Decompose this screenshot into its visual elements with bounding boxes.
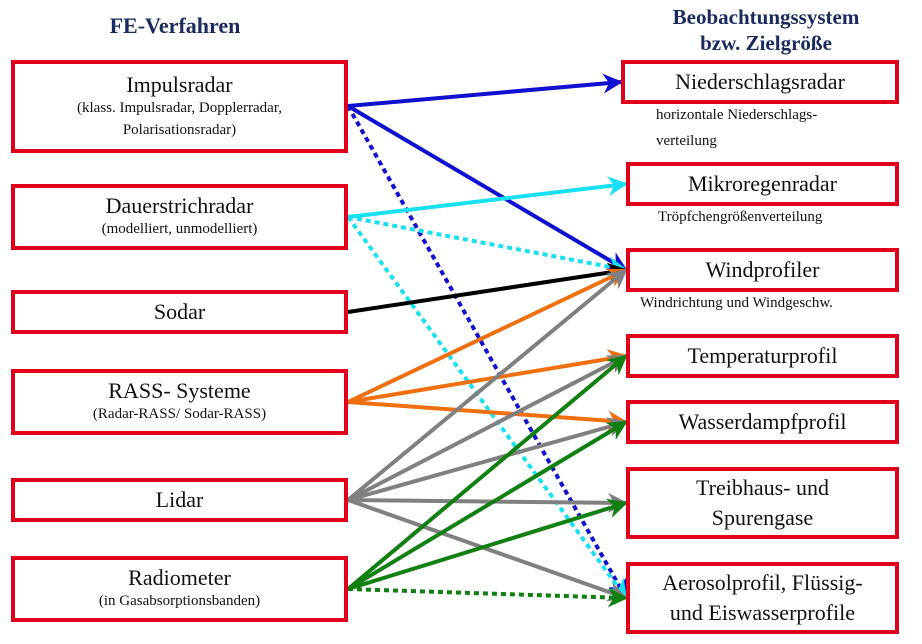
arrow-lidar-to-target-5 bbox=[347, 492, 628, 513]
target-name: Mikroregenradar bbox=[687, 170, 838, 196]
target-box-wasserdampfprofil: Wasserdampfprofil bbox=[626, 400, 899, 444]
arrow-dauerstrichradar-to-target-2 bbox=[347, 215, 628, 277]
target-note-windprofiler: Windrichtung und Windgeschw. bbox=[640, 295, 833, 311]
method-name: Radiometer bbox=[128, 564, 231, 590]
target-note-niederschlag: horizontale Niederschlags- verteilung bbox=[656, 107, 818, 149]
arrow-radiometer-to-target-4 bbox=[346, 420, 628, 591]
target-box-mikroregenradar: Mikroregenradar bbox=[626, 162, 899, 206]
arrow-lidar-to-target-2 bbox=[346, 268, 628, 502]
target-box-treibhausgase: Treibhaus- und Spurengase bbox=[626, 467, 899, 539]
right-heading-line1: Beobachtungssystem bbox=[672, 5, 860, 29]
arrow-lidar-to-target-3 bbox=[347, 354, 628, 502]
method-box-lidar: Lidar bbox=[11, 478, 348, 522]
arrow-impulsradar-to-target-6 bbox=[346, 105, 628, 600]
arrow-impulsradar-to-target-0 bbox=[347, 73, 623, 108]
arrow-radiometer-to-target-6 bbox=[347, 587, 628, 608]
target-box-aerosolprofil: Aerosolprofil, Flüssig- und Eiswasserpro… bbox=[626, 562, 899, 634]
method-box-impulsradar: Impulsradar (klass. Impulsradar, Doppler… bbox=[11, 60, 348, 153]
target-name: Temperaturprofil bbox=[687, 342, 838, 368]
arrow-rass-to-target-4 bbox=[347, 400, 628, 431]
target-name: Windprofiler bbox=[705, 256, 820, 282]
target-name: Aerosolprofil, Flüssig- und Eiswasserpro… bbox=[662, 570, 863, 625]
arrow-impulsradar-to-target-2 bbox=[346, 104, 628, 272]
target-name: Wasserdampfprofil bbox=[678, 408, 847, 434]
method-detail: (in Gasabsorptionsbanden) bbox=[98, 593, 261, 610]
arrow-lidar-to-target-4 bbox=[347, 417, 628, 502]
method-name: RASS- Systeme bbox=[108, 377, 251, 403]
arrow-dauerstrichradar-to-target-1 bbox=[347, 176, 628, 219]
method-detail: (Radar-RASS/ Sodar-RASS) bbox=[92, 406, 267, 423]
arrow-radiometer-to-target-5 bbox=[347, 498, 628, 591]
method-name: Impulsradar bbox=[126, 71, 233, 97]
arrow-radiometer-to-target-3 bbox=[346, 354, 628, 591]
method-name: Sodar bbox=[153, 298, 206, 324]
left-column-heading: FE-Verfahren bbox=[109, 13, 241, 38]
method-box-sodar: Sodar bbox=[11, 290, 348, 334]
method-detail: (modelliert, unmodelliert) bbox=[101, 221, 258, 238]
arrow-lidar-to-target-6 bbox=[347, 498, 628, 602]
method-box-radiometer: Radiometer (in Gasabsorptionsbanden) bbox=[11, 556, 348, 622]
right-column-heading: Beobachtungssystem bzw. Zielgröße bbox=[610, 4, 922, 57]
target-note-mikroregen: Tröpfchengrößenverteilung bbox=[658, 209, 823, 225]
target-box-niederschlagsradar: Niederschlagsradar bbox=[621, 60, 899, 104]
method-detail: (klass. Impulsradar, Dopplerradar, Polar… bbox=[77, 99, 282, 138]
arrow-rass-to-target-3 bbox=[347, 349, 628, 404]
method-box-rass: RASS- Systeme (Radar-RASS/ Sodar-RASS) bbox=[11, 369, 348, 435]
method-box-dauerstrichradar: Dauerstrichradar (modelliert, unmodellie… bbox=[11, 184, 348, 250]
arrow-rass-to-target-2 bbox=[347, 268, 628, 404]
arrow-dauerstrichradar-to-target-6 bbox=[346, 215, 628, 600]
right-heading-line2: bzw. Zielgröße bbox=[700, 31, 832, 56]
method-name: Dauerstrichradar bbox=[105, 192, 254, 218]
arrow-sodar-to-target-2 bbox=[347, 262, 628, 314]
target-box-windprofiler: Windprofiler bbox=[626, 248, 899, 292]
target-name: Niederschlagsradar bbox=[675, 68, 845, 94]
target-name: Treibhaus- und Spurengase bbox=[695, 475, 830, 530]
target-box-temperaturprofil: Temperaturprofil bbox=[626, 334, 899, 378]
method-name: Lidar bbox=[155, 486, 204, 512]
